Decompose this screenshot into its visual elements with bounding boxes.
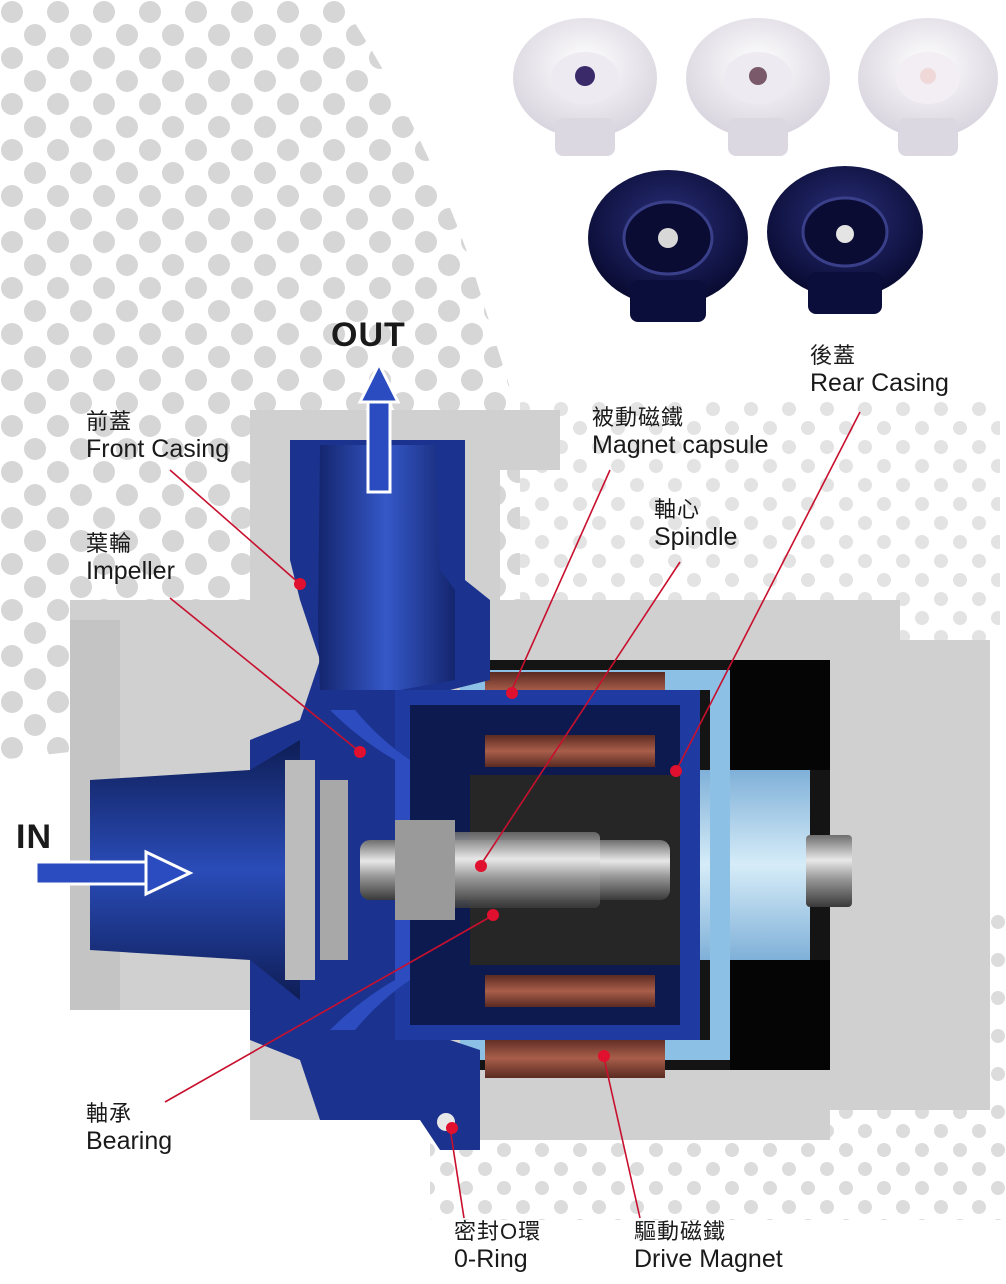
callout-dot-icon xyxy=(487,909,499,921)
in-arrow-icon xyxy=(34,849,194,897)
label-spindle: 軸心 Spindle xyxy=(654,497,738,551)
label-en: Spindle xyxy=(654,522,738,551)
label-en: Front Casing xyxy=(86,434,230,463)
label-en: Bearing xyxy=(86,1126,173,1155)
callout-dot-icon xyxy=(354,746,366,758)
bearing xyxy=(395,820,455,920)
label-zh: 密封O環 xyxy=(454,1219,542,1244)
label-o-ring: 密封O環 0-Ring xyxy=(454,1219,542,1273)
callout-lines xyxy=(164,411,861,1219)
label-magnet-capsule: 被動磁鐵 Magnet capsule xyxy=(592,405,769,459)
label-en: Impeller xyxy=(86,556,175,585)
label-en: Rear Casing xyxy=(810,368,949,397)
navy-casing-photo xyxy=(588,170,748,322)
white-casing-photo xyxy=(513,18,657,156)
label-zh: 軸心 xyxy=(654,497,701,522)
in-label: IN xyxy=(16,818,52,856)
label-bearing: 軸承 Bearing xyxy=(86,1101,173,1155)
callout-dot-icon xyxy=(598,1050,610,1062)
callout-dot-icon xyxy=(446,1122,458,1134)
label-zh: 軸承 xyxy=(86,1101,133,1126)
label-impeller: 葉輪 Impeller xyxy=(86,531,175,585)
label-zh: 葉輪 xyxy=(86,531,133,556)
callout-dot-icon xyxy=(475,860,487,872)
magnet-capsule-lower xyxy=(485,975,655,1007)
callout-dot-icon xyxy=(670,765,682,777)
impeller xyxy=(285,710,410,1030)
rear-casing-photos xyxy=(513,18,998,322)
callout-dot-icon xyxy=(294,578,306,590)
label-zh: 被動磁鐵 xyxy=(592,405,685,430)
label-zh: 驅動磁鐵 xyxy=(634,1219,727,1244)
white-casing-photo xyxy=(686,18,830,156)
label-front-casing: 前蓋 Front Casing xyxy=(86,409,230,463)
label-en: Magnet capsule xyxy=(592,430,769,459)
callout-dots xyxy=(294,578,682,1134)
label-drive-magnet: 驅動磁鐵 Drive Magnet xyxy=(634,1219,783,1273)
label-zh: 後蓋 xyxy=(810,343,857,368)
inlet-pipe xyxy=(90,740,300,1000)
navy-casing-photo xyxy=(767,166,923,314)
label-en: 0-Ring xyxy=(454,1244,528,1273)
callout-dot-icon xyxy=(506,687,518,699)
out-arrow-icon xyxy=(357,360,401,494)
label-rear-casing: 後蓋 Rear Casing xyxy=(810,343,949,397)
magnet-capsule-upper xyxy=(485,735,655,767)
white-casing-photo xyxy=(858,18,998,156)
label-en: Drive Magnet xyxy=(634,1244,783,1273)
label-zh: 前蓋 xyxy=(86,409,133,434)
drive-magnet-lower xyxy=(485,1038,665,1078)
out-label: OUT xyxy=(331,316,406,354)
